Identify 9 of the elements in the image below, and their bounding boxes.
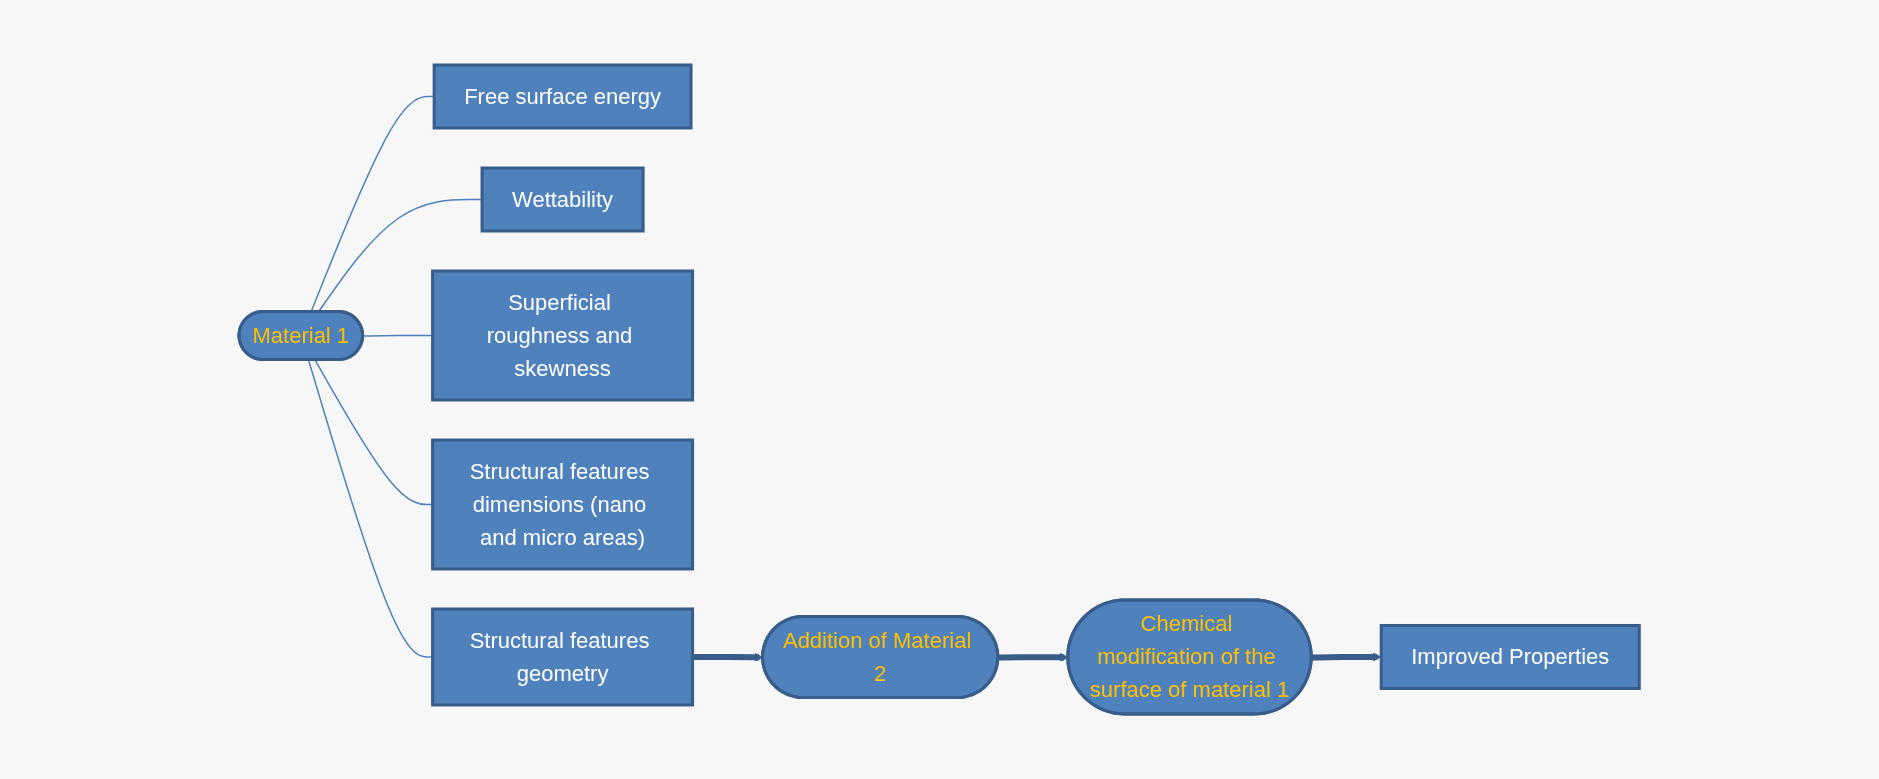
node-box: Improved Properties xyxy=(1380,624,1642,690)
node-box: Free surface energy xyxy=(433,63,693,130)
node-box: Wettability xyxy=(480,166,645,233)
node-box: Superficial roughness and skewness xyxy=(431,269,695,402)
arrow xyxy=(1312,652,1382,662)
arrow xyxy=(998,652,1069,662)
node-box: Structural features dimensions (nano and micro areas) xyxy=(431,438,695,571)
arrow xyxy=(692,652,764,662)
node-box: Structural features geometry xyxy=(431,607,695,707)
